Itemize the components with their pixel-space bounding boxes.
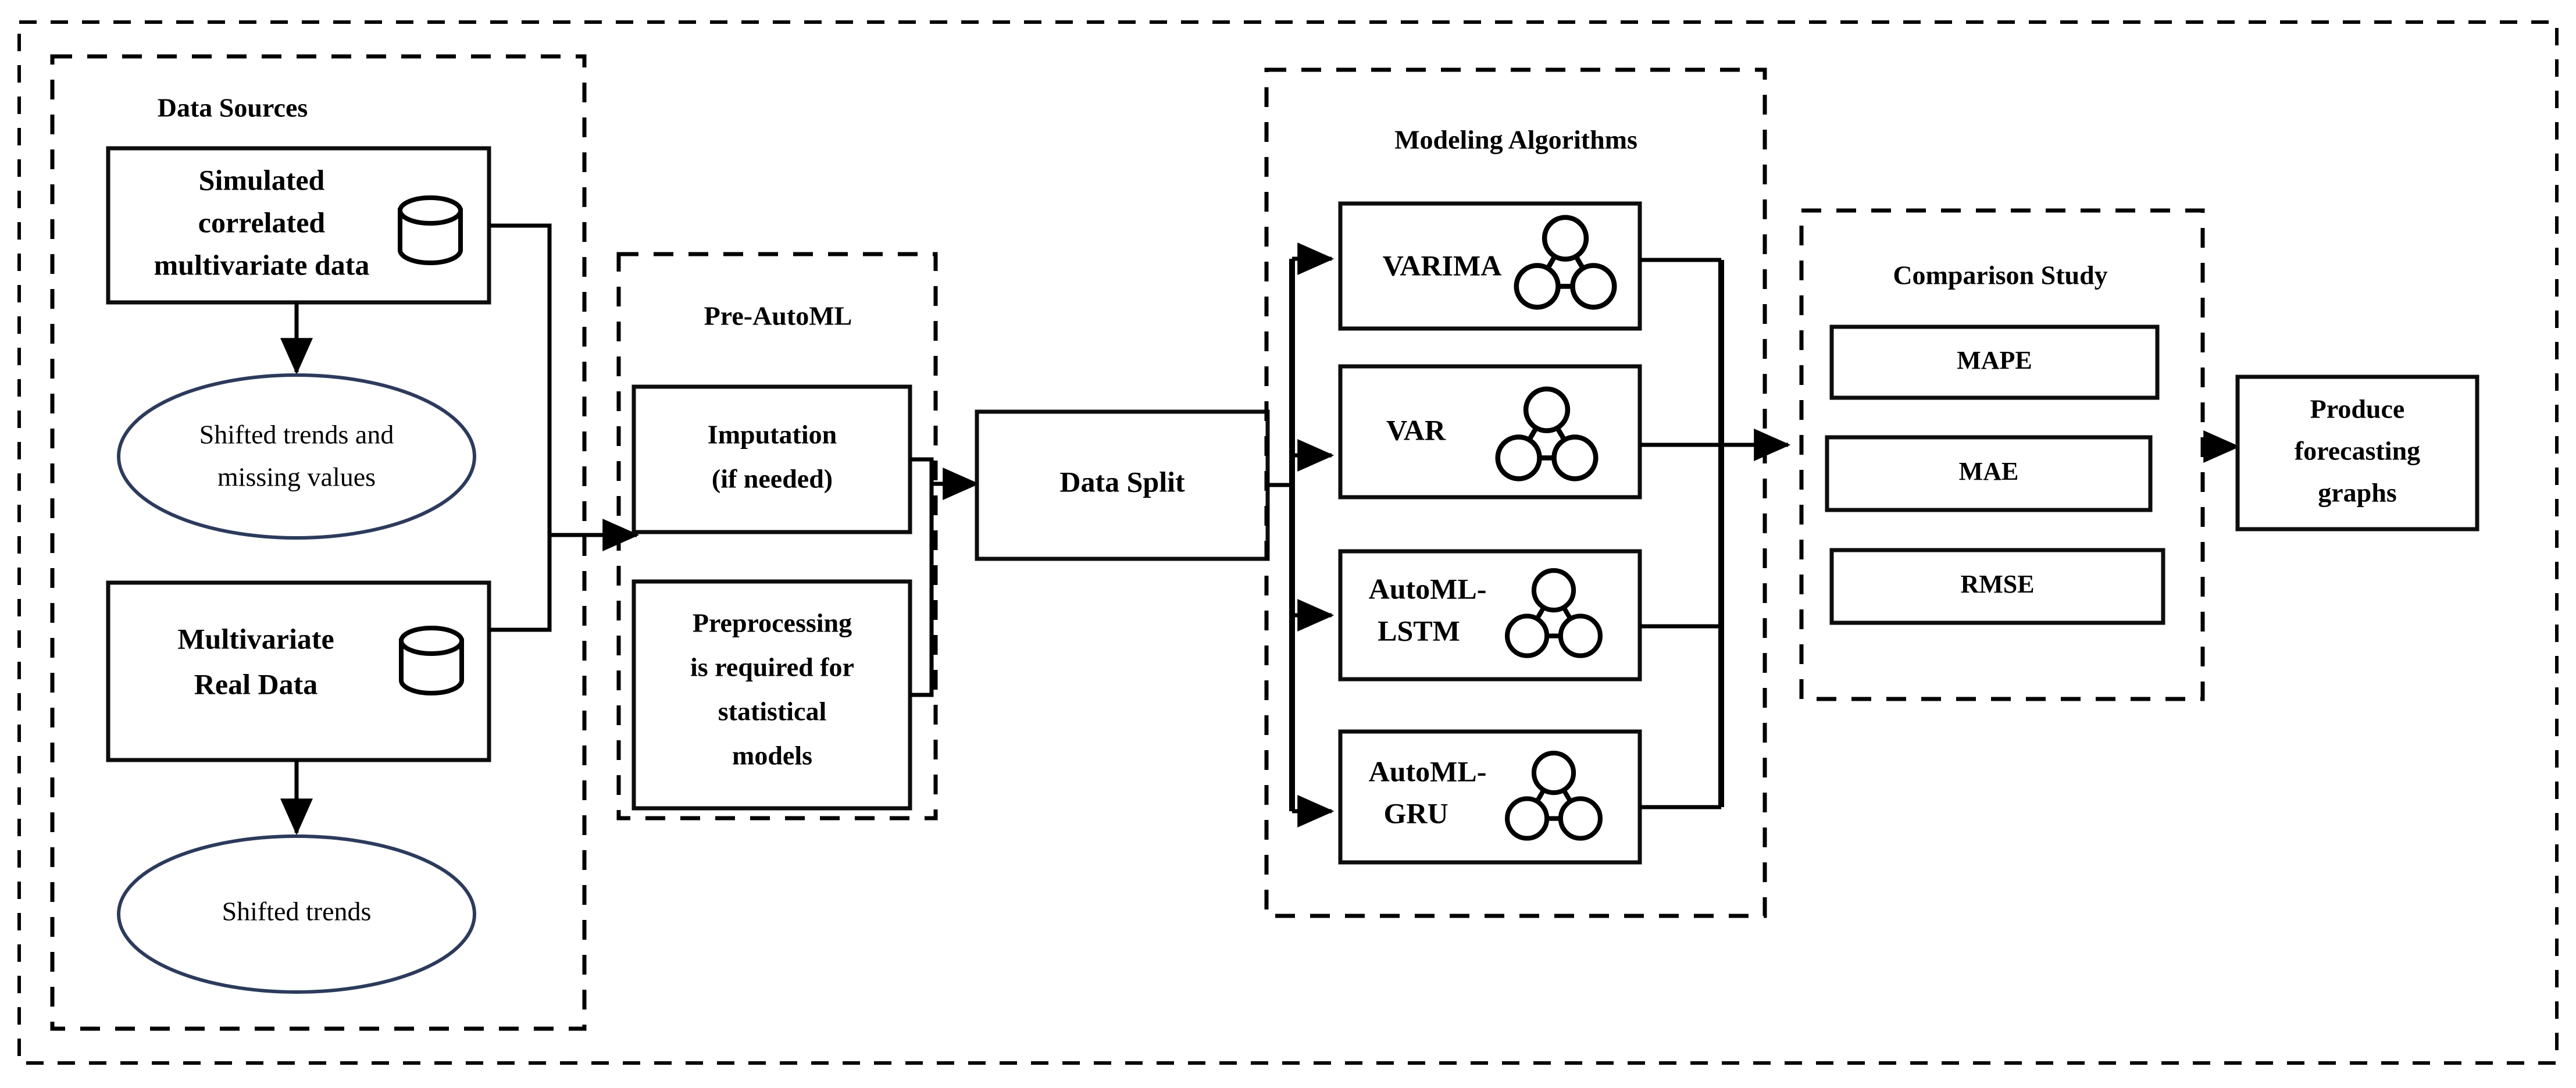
- output-box-produce-forecasting-graphs[interactable]: [2235, 374, 2479, 531]
- simulated-outcome-line1: Shifted trends and: [199, 420, 394, 450]
- simulated-data-line1: Simulated: [199, 163, 325, 196]
- outer-frame: [17, 20, 2559, 1065]
- preprocessing-line4: models: [732, 741, 812, 770]
- output-line2: forecasting: [2295, 436, 2420, 466]
- group-data-sources: [50, 54, 587, 1031]
- model-label-automl-gru-line2: GRU: [1383, 797, 1448, 829]
- simulated-outcome-ellipse: [117, 373, 476, 540]
- metric-label-rmse: RMSE: [1960, 570, 2034, 598]
- metric-label-mape: MAPE: [1957, 346, 2032, 374]
- imputation-line2: (if needed): [712, 464, 833, 494]
- real-outcome-line1: Shifted trends: [222, 897, 372, 926]
- model-label-varima: VARIMA: [1383, 249, 1502, 281]
- group-comparison-study: [1799, 208, 2205, 701]
- database-icon: [400, 198, 461, 263]
- group-title-modeling: Modeling Algorithms: [1394, 125, 1637, 155]
- imputation-box[interactable]: [631, 384, 912, 534]
- model-label-var: VAR: [1386, 413, 1446, 446]
- real-outcome-ellipse: [117, 834, 476, 994]
- data-split-label: Data Split: [1059, 465, 1185, 498]
- group-title-comparison: Comparison Study: [1893, 261, 2107, 290]
- metric-box-rmse[interactable]: [1829, 548, 2165, 625]
- real-data-line1: Multivariate: [177, 622, 334, 655]
- model-box-automl-gru[interactable]: [1338, 729, 1642, 865]
- connector-preautoml-bus: [910, 457, 934, 697]
- output-line3: graphs: [2318, 478, 2396, 508]
- database-icon: [401, 628, 462, 693]
- simulated-data-line3: multivariate data: [154, 248, 370, 281]
- model-label-automl-lstm-line1: AutoML-: [1369, 572, 1487, 605]
- metric-label-mae: MAE: [1959, 457, 2019, 486]
- imputation-line1: Imputation: [708, 420, 837, 450]
- model-box-automl-lstm[interactable]: [1338, 549, 1642, 682]
- preprocessing-line1: Preprocessing: [693, 608, 852, 638]
- model-box-var[interactable]: [1338, 364, 1642, 500]
- model-label-automl-gru-line1: AutoML-: [1369, 755, 1487, 787]
- real-data-line2: Real Data: [194, 668, 317, 700]
- simulated-data-line2: correlated: [198, 206, 326, 238]
- preprocessing-line3: statistical: [718, 697, 827, 726]
- output-line1: Produce: [2310, 394, 2405, 424]
- simulated-outcome-line2: missing values: [217, 462, 376, 492]
- connector-data-sources-bus: [489, 223, 552, 632]
- model-label-automl-lstm-line2: LSTM: [1378, 614, 1460, 647]
- data-split-box[interactable]: [975, 409, 1270, 561]
- group-title-pre-automl: Pre-AutoML: [704, 301, 852, 331]
- preprocessing-box[interactable]: [631, 579, 912, 811]
- group-pre-automl: [616, 252, 938, 821]
- metric-box-mape[interactable]: [1829, 324, 2160, 400]
- group-title-data-sources: Data Sources: [158, 93, 308, 123]
- metric-box-mae[interactable]: [1825, 435, 2153, 512]
- preprocessing-line2: is required for: [690, 652, 854, 682]
- group-modeling-algorithms: [1264, 67, 1767, 918]
